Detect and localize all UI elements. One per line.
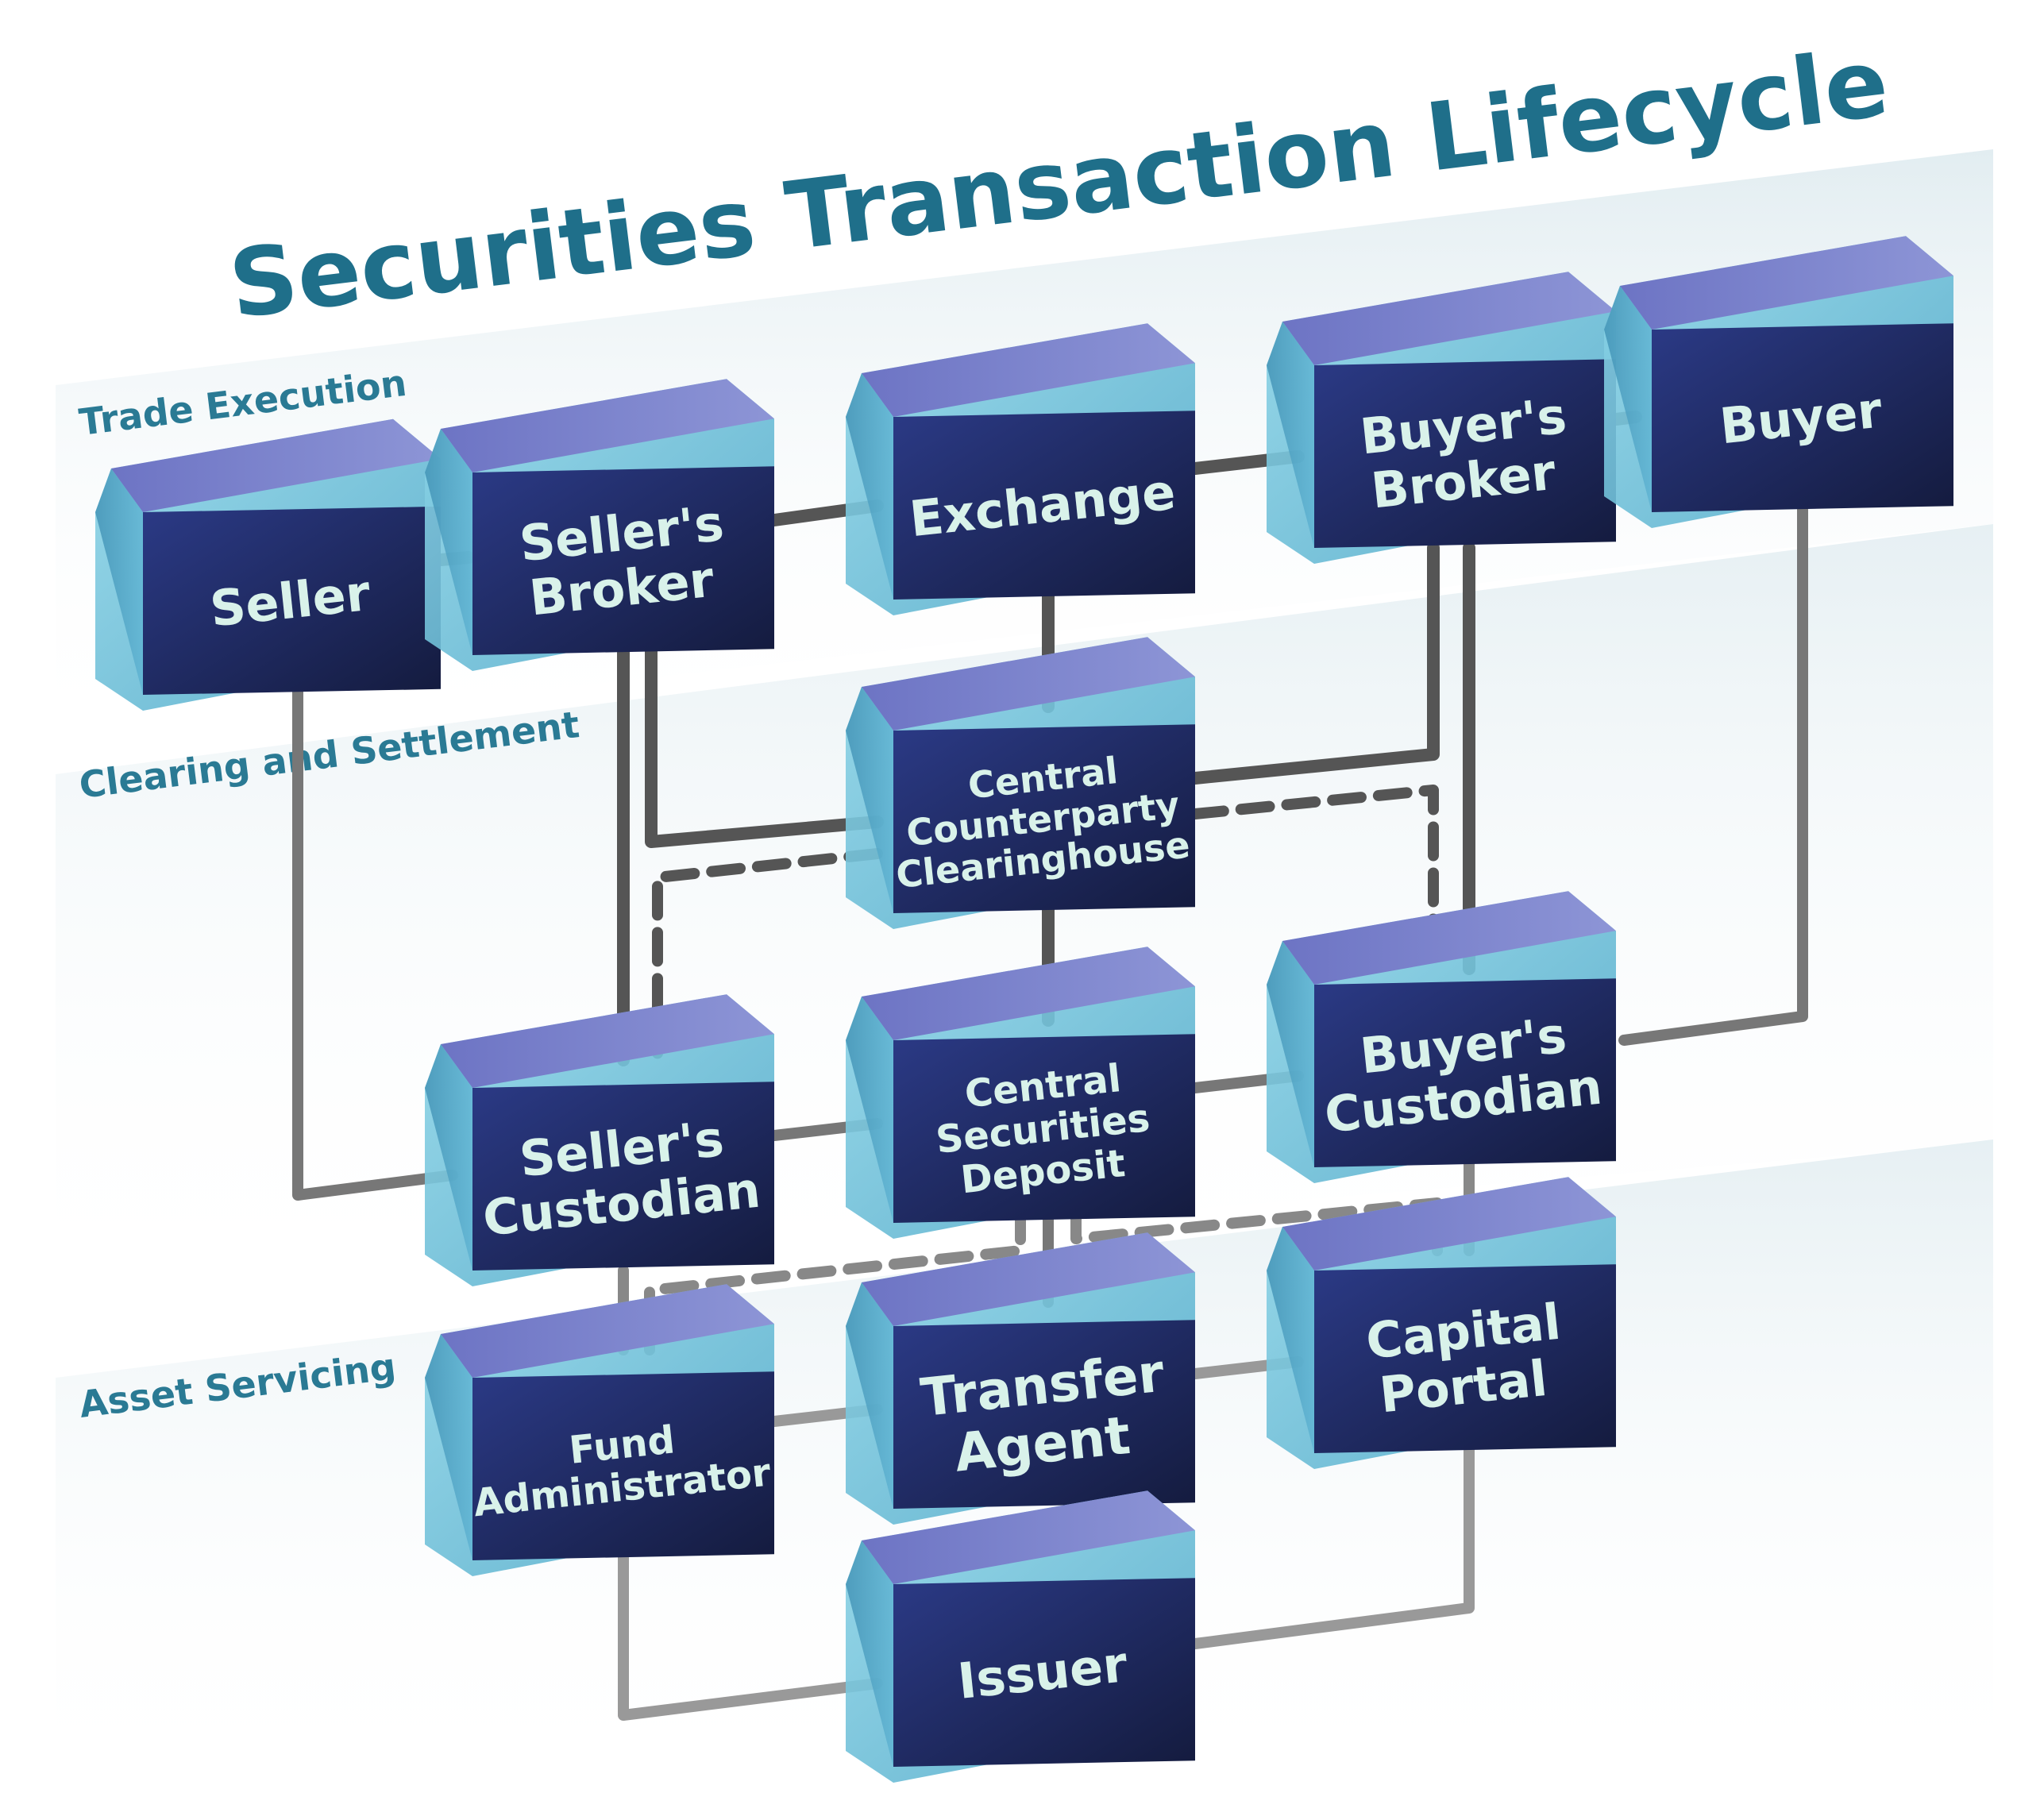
node-front-fund-admin — [472, 1371, 774, 1560]
connector-sellers-broker-ccp — [645, 629, 884, 848]
node-side-issuer — [846, 1540, 893, 1767]
node-side-csd — [846, 997, 893, 1223]
node-front-buyers-custodian — [1314, 978, 1616, 1167]
node-top-fund-admin — [441, 1284, 774, 1378]
node-front-capital-portal — [1314, 1264, 1616, 1453]
node-top-buyer — [1620, 236, 1953, 330]
node-front-transfer-agent — [893, 1320, 1195, 1509]
node-box-exchange: Exchange — [846, 323, 1195, 615]
node-top-transfer-agent — [862, 1232, 1195, 1326]
node-top-seller — [111, 418, 441, 512]
node-top-capital-portal — [1282, 1177, 1616, 1271]
connector-ccp-buyers-custodian-dashed — [1190, 785, 1439, 970]
node-front-csd — [893, 1034, 1195, 1223]
node-front-sellers-custodian — [472, 1082, 774, 1271]
node-top-csd — [862, 947, 1195, 1040]
node-side-sellers-broker — [425, 429, 472, 655]
connector-fund-admin-issuer — [618, 1531, 883, 1721]
node-side-seller — [95, 468, 143, 695]
connector-ccp-sellers-custodian-dashed — [652, 848, 883, 1062]
node-front-buyer — [1652, 323, 1953, 512]
connector-seller-sellers-custodian — [292, 673, 458, 1201]
node-label-fund-admin-0: Fund — [567, 1417, 677, 1473]
connector-buyer-buyers-custodian — [1618, 495, 1808, 1046]
node-top-buyers-custodian — [1282, 891, 1616, 985]
node-top-ccp — [862, 637, 1195, 731]
node-side-buyers-broker — [1267, 322, 1314, 548]
node-top-sellers-broker — [441, 379, 774, 472]
node-top-buyers-broker — [1282, 272, 1616, 365]
node-side-fund-admin — [425, 1334, 472, 1560]
node-box-issuer: Issuer — [846, 1490, 1195, 1783]
node-side-buyers-custodian — [1267, 941, 1314, 1167]
node-top-exchange — [862, 323, 1195, 417]
node-box-seller: Seller — [95, 418, 441, 711]
node-side-sellers-custodian — [425, 1044, 472, 1271]
node-top-issuer — [862, 1490, 1195, 1584]
node-side-exchange — [846, 373, 893, 600]
node-front-seller — [143, 506, 441, 695]
node-layer: SellerSeller'sBrokerExchangeBuyer'sBroke… — [95, 236, 1953, 1783]
node-top-sellers-custodian — [441, 994, 774, 1088]
node-box-buyer: Buyer — [1604, 236, 1953, 528]
node-side-transfer-agent — [846, 1282, 893, 1509]
connector-buyers-broker-ccp — [1189, 542, 1440, 785]
node-front-ccp — [893, 724, 1195, 913]
node-side-buyer — [1604, 286, 1652, 512]
connector-capital-portal-issuer — [1190, 1436, 1475, 1649]
node-side-capital-portal — [1267, 1227, 1314, 1453]
node-front-issuer — [893, 1578, 1195, 1767]
node-side-ccp — [846, 687, 893, 913]
node-front-buyers-broker — [1314, 359, 1616, 548]
node-front-exchange — [893, 411, 1195, 600]
node-front-sellers-broker — [472, 466, 774, 655]
